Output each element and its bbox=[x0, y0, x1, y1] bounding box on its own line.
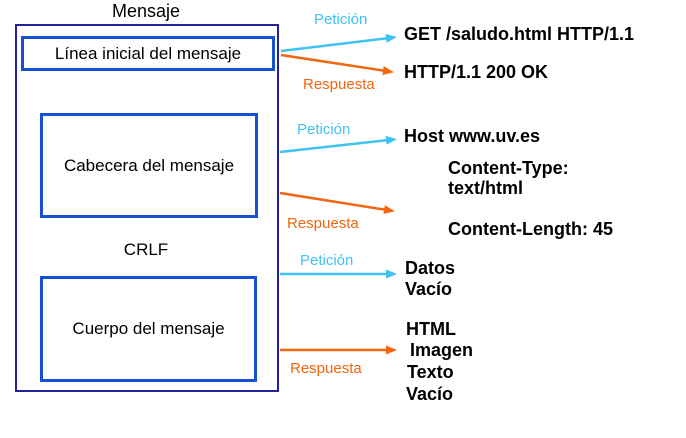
request-body-datos: Datos bbox=[405, 258, 456, 278]
diagram-title: Mensaje bbox=[111, 1, 181, 21]
host-header-example: Host www.uv.es bbox=[404, 126, 541, 146]
content-type-example: Content-Type: bbox=[448, 158, 569, 178]
body-box: Cuerpo del mensaje bbox=[40, 276, 257, 382]
content-length-example: Content-Length: 45 bbox=[448, 219, 613, 239]
response-arrow-1 bbox=[280, 53, 394, 75]
body-label: Cuerpo del mensaje bbox=[72, 319, 225, 338]
response-label-2: Respuesta bbox=[287, 215, 359, 232]
response-label-1: Respuesta bbox=[303, 76, 375, 93]
content-type-value: text/html bbox=[448, 178, 524, 198]
response-arrow-2 bbox=[279, 191, 395, 214]
request-body-vacio: Vacío bbox=[405, 279, 453, 299]
response-body-texto: Texto bbox=[407, 362, 454, 382]
request-line-example: GET /saludo.html HTTP/1.1 bbox=[404, 24, 635, 44]
request-label-3: Petición bbox=[300, 252, 354, 269]
request-label-1: Petición bbox=[314, 11, 368, 28]
header-label: Cabecera del mensaje bbox=[63, 155, 235, 175]
header-box: Cabecera del mensaje bbox=[40, 113, 258, 218]
response-body-vacio: Vacío bbox=[406, 384, 454, 404]
initial-line-box: Línea inicial del mensaje bbox=[21, 36, 275, 71]
request-arrow-1 bbox=[280, 33, 397, 53]
crlf-separator-label: CRLF bbox=[123, 240, 169, 259]
response-body-html: HTML bbox=[406, 319, 456, 339]
status-line-example: HTTP/1.1 200 OK bbox=[404, 62, 549, 82]
response-body-imagen: Imagen bbox=[410, 340, 474, 360]
response-label-3: Respuesta bbox=[290, 360, 362, 377]
request-label-2: Petición bbox=[297, 121, 351, 138]
message-outer-box bbox=[15, 24, 279, 392]
request-arrow-2 bbox=[279, 135, 397, 154]
initial-line-label: Línea inicial del mensaje bbox=[54, 43, 242, 63]
